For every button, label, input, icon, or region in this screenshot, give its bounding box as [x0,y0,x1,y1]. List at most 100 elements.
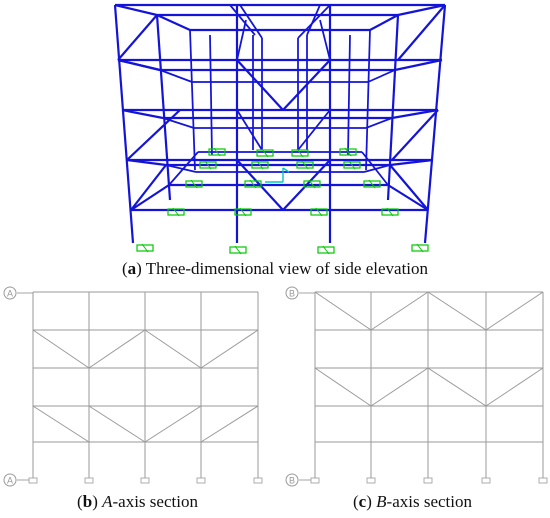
brace [88,405,146,443]
column [113,4,135,244]
beam [387,184,429,211]
column [365,29,371,171]
support-symbol [185,180,203,188]
support-hatch [190,179,198,189]
brace [200,329,259,369]
support-hatch [141,243,149,253]
brace [297,109,331,151]
brace [370,291,429,331]
support-symbol [310,477,320,484]
brace [370,367,429,407]
beam [130,184,170,211]
brace [200,405,259,443]
support-symbol [296,161,314,169]
beam [369,14,399,31]
axis-marker-top-b: B [285,286,299,300]
beam [397,3,446,17]
beam [361,151,389,186]
beam [159,69,193,83]
column [155,14,172,201]
support-symbol [229,246,247,254]
caption-c-text: -axis section [386,492,472,511]
axis-marker-bottom-a: A [3,473,17,487]
svg-text:A: A [7,476,13,486]
support-hatch [261,148,269,158]
brace [282,59,331,111]
brace [236,59,284,111]
brace [236,109,263,151]
support-symbol [339,148,357,156]
support-symbol [423,477,433,484]
column [209,34,213,156]
beam [363,164,391,173]
support-hatch [308,179,316,189]
support-symbol [140,477,150,484]
support-symbol [310,208,328,216]
brace [319,19,331,61]
support-symbol [84,477,94,484]
support-symbol [256,149,274,157]
beam [121,108,164,120]
support-hatch [386,207,394,217]
support-symbol [244,180,262,188]
brace [144,329,202,369]
beam [168,151,199,186]
support-hatch [256,160,264,170]
panel-c-b-axis-section: B B [275,282,550,492]
beam [365,117,393,129]
support-hatch [213,147,221,157]
column [189,29,196,171]
caption-a-text: Three-dimensional view of side elevation [145,259,429,278]
beam [367,69,396,83]
frame-members [113,3,447,255]
brace [485,291,544,331]
caption-b-text: -axis section [112,492,198,511]
support-symbol [411,244,429,252]
caption-b: (b) A-axis section [77,492,198,511]
caption-a-tag: a [127,259,137,278]
support-hatch [322,245,330,255]
brace [389,164,429,211]
brace [485,367,544,407]
caption-c: (c) B-axis section [353,492,472,511]
brace [397,4,446,61]
brace [282,159,331,211]
brace [32,329,90,369]
brace [130,164,167,211]
brace [236,19,247,61]
brace [126,109,181,161]
support-symbol [538,477,548,484]
support-symbol [208,148,226,156]
svg-text:B: B [289,476,295,486]
column [386,14,400,201]
support-symbol [199,161,217,169]
caption-c-tag: c [358,492,367,511]
beam [391,108,439,120]
support-symbol [28,477,38,484]
brace [239,4,263,39]
beam [165,164,197,173]
brace [391,109,439,161]
brace [32,405,90,443]
support-symbol [251,161,269,169]
axis-marker-top-a: A [3,286,17,300]
support-symbol [317,246,335,254]
support-symbol [136,244,154,252]
axis-marker-bottom-b: B [285,473,299,487]
brace [314,367,372,407]
support-hatch [344,147,352,157]
brace [306,4,321,36]
panel-a-3d-view [113,3,447,255]
support-symbol [253,477,263,484]
svg-text:A: A [7,289,13,299]
brace [427,291,487,331]
support-hatch [368,179,376,189]
brace [117,58,161,72]
support-symbol [363,180,381,188]
brace [236,159,284,211]
panel-b-a-axis-section: A A [0,282,275,492]
beam [126,158,167,167]
brace [117,14,158,61]
axis-indicator-y [282,167,290,173]
support-hatch [296,148,304,158]
